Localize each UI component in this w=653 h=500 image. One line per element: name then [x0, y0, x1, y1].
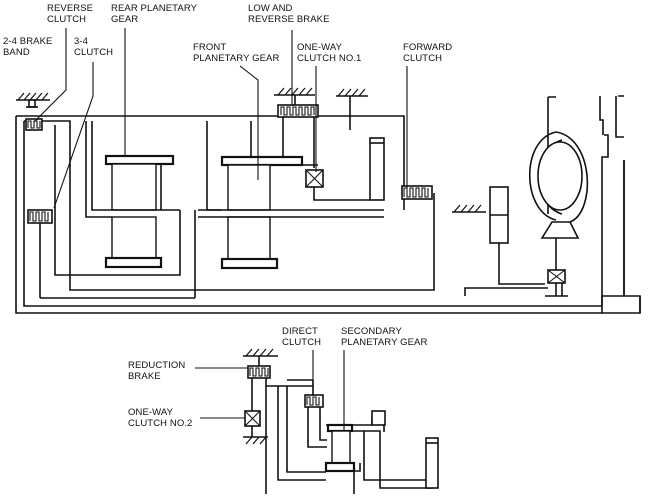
oneway-ground: [336, 88, 368, 130]
reverse-clutch-pack: [25, 118, 43, 131]
intermediate-shaft: [369, 137, 385, 201]
oneway-clutch-1: [305, 169, 370, 201]
low-reverse-brake: [274, 87, 319, 168]
brake-band-ground: [16, 92, 50, 108]
rear-planetary-gear: [104, 154, 180, 269]
leader-lines: [33, 28, 408, 431]
torque-converter-ground: [452, 186, 545, 285]
torque-converter: [464, 95, 641, 314]
forward-clutch-pack: [401, 185, 433, 200]
direct-clutch-pack: [304, 394, 327, 448]
secondary-planetary-gear: [324, 410, 439, 494]
reduction-brake: [243, 348, 278, 411]
clutch-34-pack: [27, 209, 196, 299]
front-planetary-gear: [198, 121, 384, 270]
oneway-clutch-2: [243, 410, 268, 445]
